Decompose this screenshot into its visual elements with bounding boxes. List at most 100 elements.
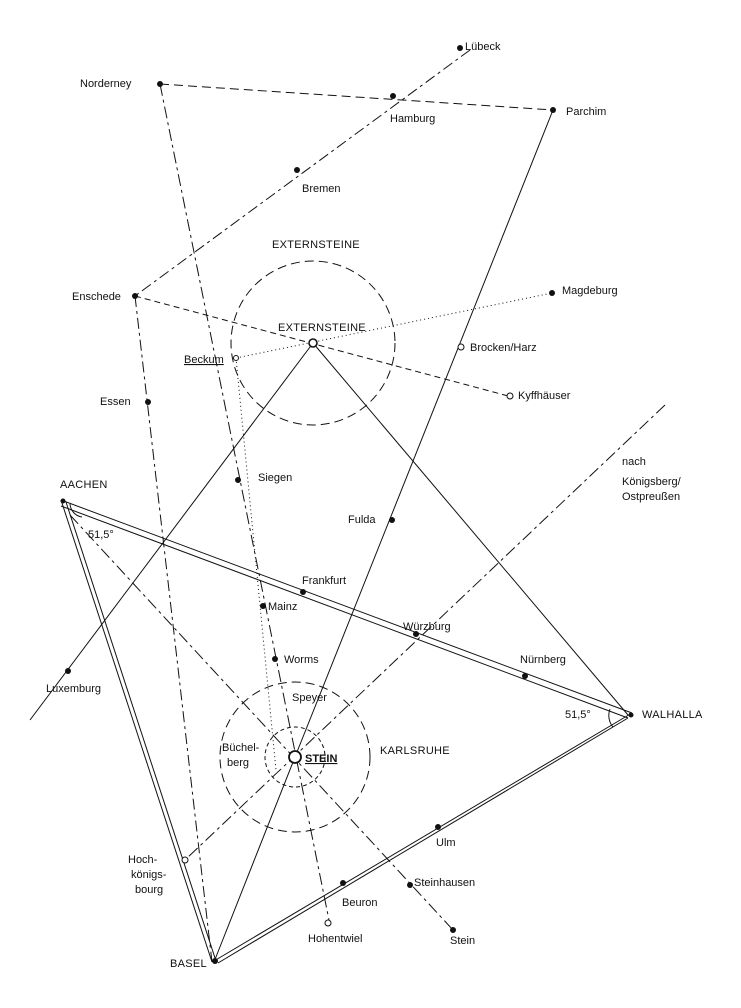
label-karlsruhe: KARLSRUHE	[380, 745, 450, 757]
label-stein-center: STEIN	[305, 753, 337, 765]
label-beuron: Beuron	[342, 897, 377, 909]
label-stein: Stein	[450, 935, 475, 947]
label-kyffhaeuser: Kyffhäuser	[518, 390, 571, 402]
dot-bremen	[294, 167, 300, 173]
line-aachen-walhalla-b	[60, 505, 629, 719]
line-beckum-buechelberg	[235, 357, 277, 771]
label-wuerzburg: Würzburg	[403, 621, 451, 633]
dot-fulda	[389, 517, 395, 523]
line-beckum-magdeburg	[235, 292, 553, 359]
dot-enschede	[132, 293, 138, 299]
dot-magdeburg	[549, 290, 555, 296]
dot-brocken	[457, 343, 465, 351]
line-aachen-walhalla-a	[60, 499, 633, 714]
line-enschede-kyffhaeuser	[134, 295, 513, 398]
dot-stein	[450, 927, 456, 933]
dot-norderney	[157, 81, 163, 87]
label-magdeburg: Magdeburg	[562, 285, 618, 297]
angle-arc-walhalla	[608, 708, 614, 728]
dot-beckum	[233, 355, 239, 361]
label-luxemburg: Luxemburg	[46, 683, 101, 695]
circle-stein-inner	[264, 726, 326, 788]
line-externsteine-luxemburg	[29, 342, 314, 721]
label-angle-walhalla: 51,5°	[565, 709, 591, 721]
label-frankfurt: Frankfurt	[302, 575, 346, 587]
label-essen: Essen	[100, 396, 131, 408]
label-externsteine-outer: EXTERNSTEINE	[272, 239, 360, 251]
label-hamburg: Hamburg	[390, 113, 435, 125]
label-worms: Worms	[284, 654, 319, 666]
dot-basel	[212, 958, 218, 964]
label-aachen: AACHEN	[60, 479, 108, 491]
line-enschede-basel	[134, 295, 213, 963]
main-triangle	[60, 499, 633, 964]
label-bremen: Bremen	[302, 183, 341, 195]
dot-kyffhaeuser	[506, 392, 514, 400]
label-basel: BASEL	[170, 958, 207, 970]
dot-mainz	[260, 603, 266, 609]
label-steinhausen: Steinhausen	[414, 877, 475, 889]
label-speyer: Speyer	[292, 692, 327, 704]
dot-wuerzburg	[413, 631, 419, 637]
dot-luebeck	[457, 45, 463, 51]
label-externsteine: EXTERNSTEINE	[278, 322, 366, 334]
label-norderney: Norderney	[80, 78, 132, 90]
label-brocken: Brocken/Harz	[470, 342, 537, 354]
dot-ulm	[435, 824, 441, 830]
label-ulm: Ulm	[436, 837, 456, 849]
line-koenigsberg-hochkoenigsbourg	[184, 404, 666, 861]
dot-stein-center	[288, 750, 302, 764]
label-nuernberg: Nürnberg	[520, 654, 566, 666]
label-walhalla: WALHALLA	[642, 709, 703, 721]
dot-worms	[272, 656, 278, 662]
line-walhalla-basel-b	[217, 717, 629, 964]
dot-walhalla	[628, 712, 634, 718]
dot-steinhausen	[407, 882, 413, 888]
dot-beuron	[340, 880, 346, 886]
label-fulda: Fulda	[348, 514, 376, 526]
line-aachen-basel-a	[60, 499, 213, 963]
line-luebeck-enschede	[134, 49, 471, 297]
dot-externsteine	[308, 338, 318, 348]
label-berg: berg	[227, 757, 249, 769]
dot-hohentwiel	[324, 919, 332, 927]
label-hohentwiel: Hohentwiel	[308, 933, 362, 945]
line-aachen-basel-b	[65, 501, 217, 962]
label-bourg: bourg	[135, 884, 163, 896]
label-siegen: Siegen	[258, 472, 292, 484]
circle-externsteine	[230, 260, 396, 426]
label-ostpreussen: Ostpreußen	[622, 491, 680, 503]
dot-essen	[145, 399, 151, 405]
line-parchim-stein	[294, 109, 554, 758]
label-koenigsberg: Königsberg/	[622, 476, 682, 488]
dot-siegen	[235, 477, 241, 483]
dot-aachen	[60, 498, 66, 504]
label-beckum: Beckum	[184, 354, 224, 366]
open-dots	[181, 338, 514, 927]
line-norderney-hohentwiel	[159, 83, 331, 926]
circle-karlsruhe	[219, 681, 371, 833]
externsteine-lines	[29, 109, 629, 963]
angle-arc-aachen	[69, 503, 83, 518]
labels: Lübeck Norderney Hamburg Parchim Bremen …	[46, 41, 703, 970]
label-luebeck: Lübeck	[465, 41, 501, 53]
label-enschede: Enschede	[72, 291, 121, 303]
label-parchim: Parchim	[566, 106, 606, 118]
label-angle-aachen: 51,5°	[88, 529, 114, 541]
line-aachen-stein	[69, 514, 454, 931]
line-walhalla-basel-a	[213, 712, 633, 962]
dot-hochkoenigsbourg	[181, 856, 189, 864]
dot-luxemburg	[65, 668, 71, 674]
label-buechel: Büchel-	[222, 742, 260, 754]
dot-frankfurt	[300, 589, 306, 595]
line-norderney-parchim	[159, 83, 554, 111]
dot-hamburg	[390, 93, 396, 99]
line-stein-basel	[213, 756, 296, 963]
label-nach: nach	[622, 456, 646, 468]
label-hoch: Hoch-	[128, 854, 158, 866]
dot-parchim	[550, 107, 556, 113]
place-dots	[60, 45, 634, 964]
dashed-lines	[69, 49, 666, 963]
